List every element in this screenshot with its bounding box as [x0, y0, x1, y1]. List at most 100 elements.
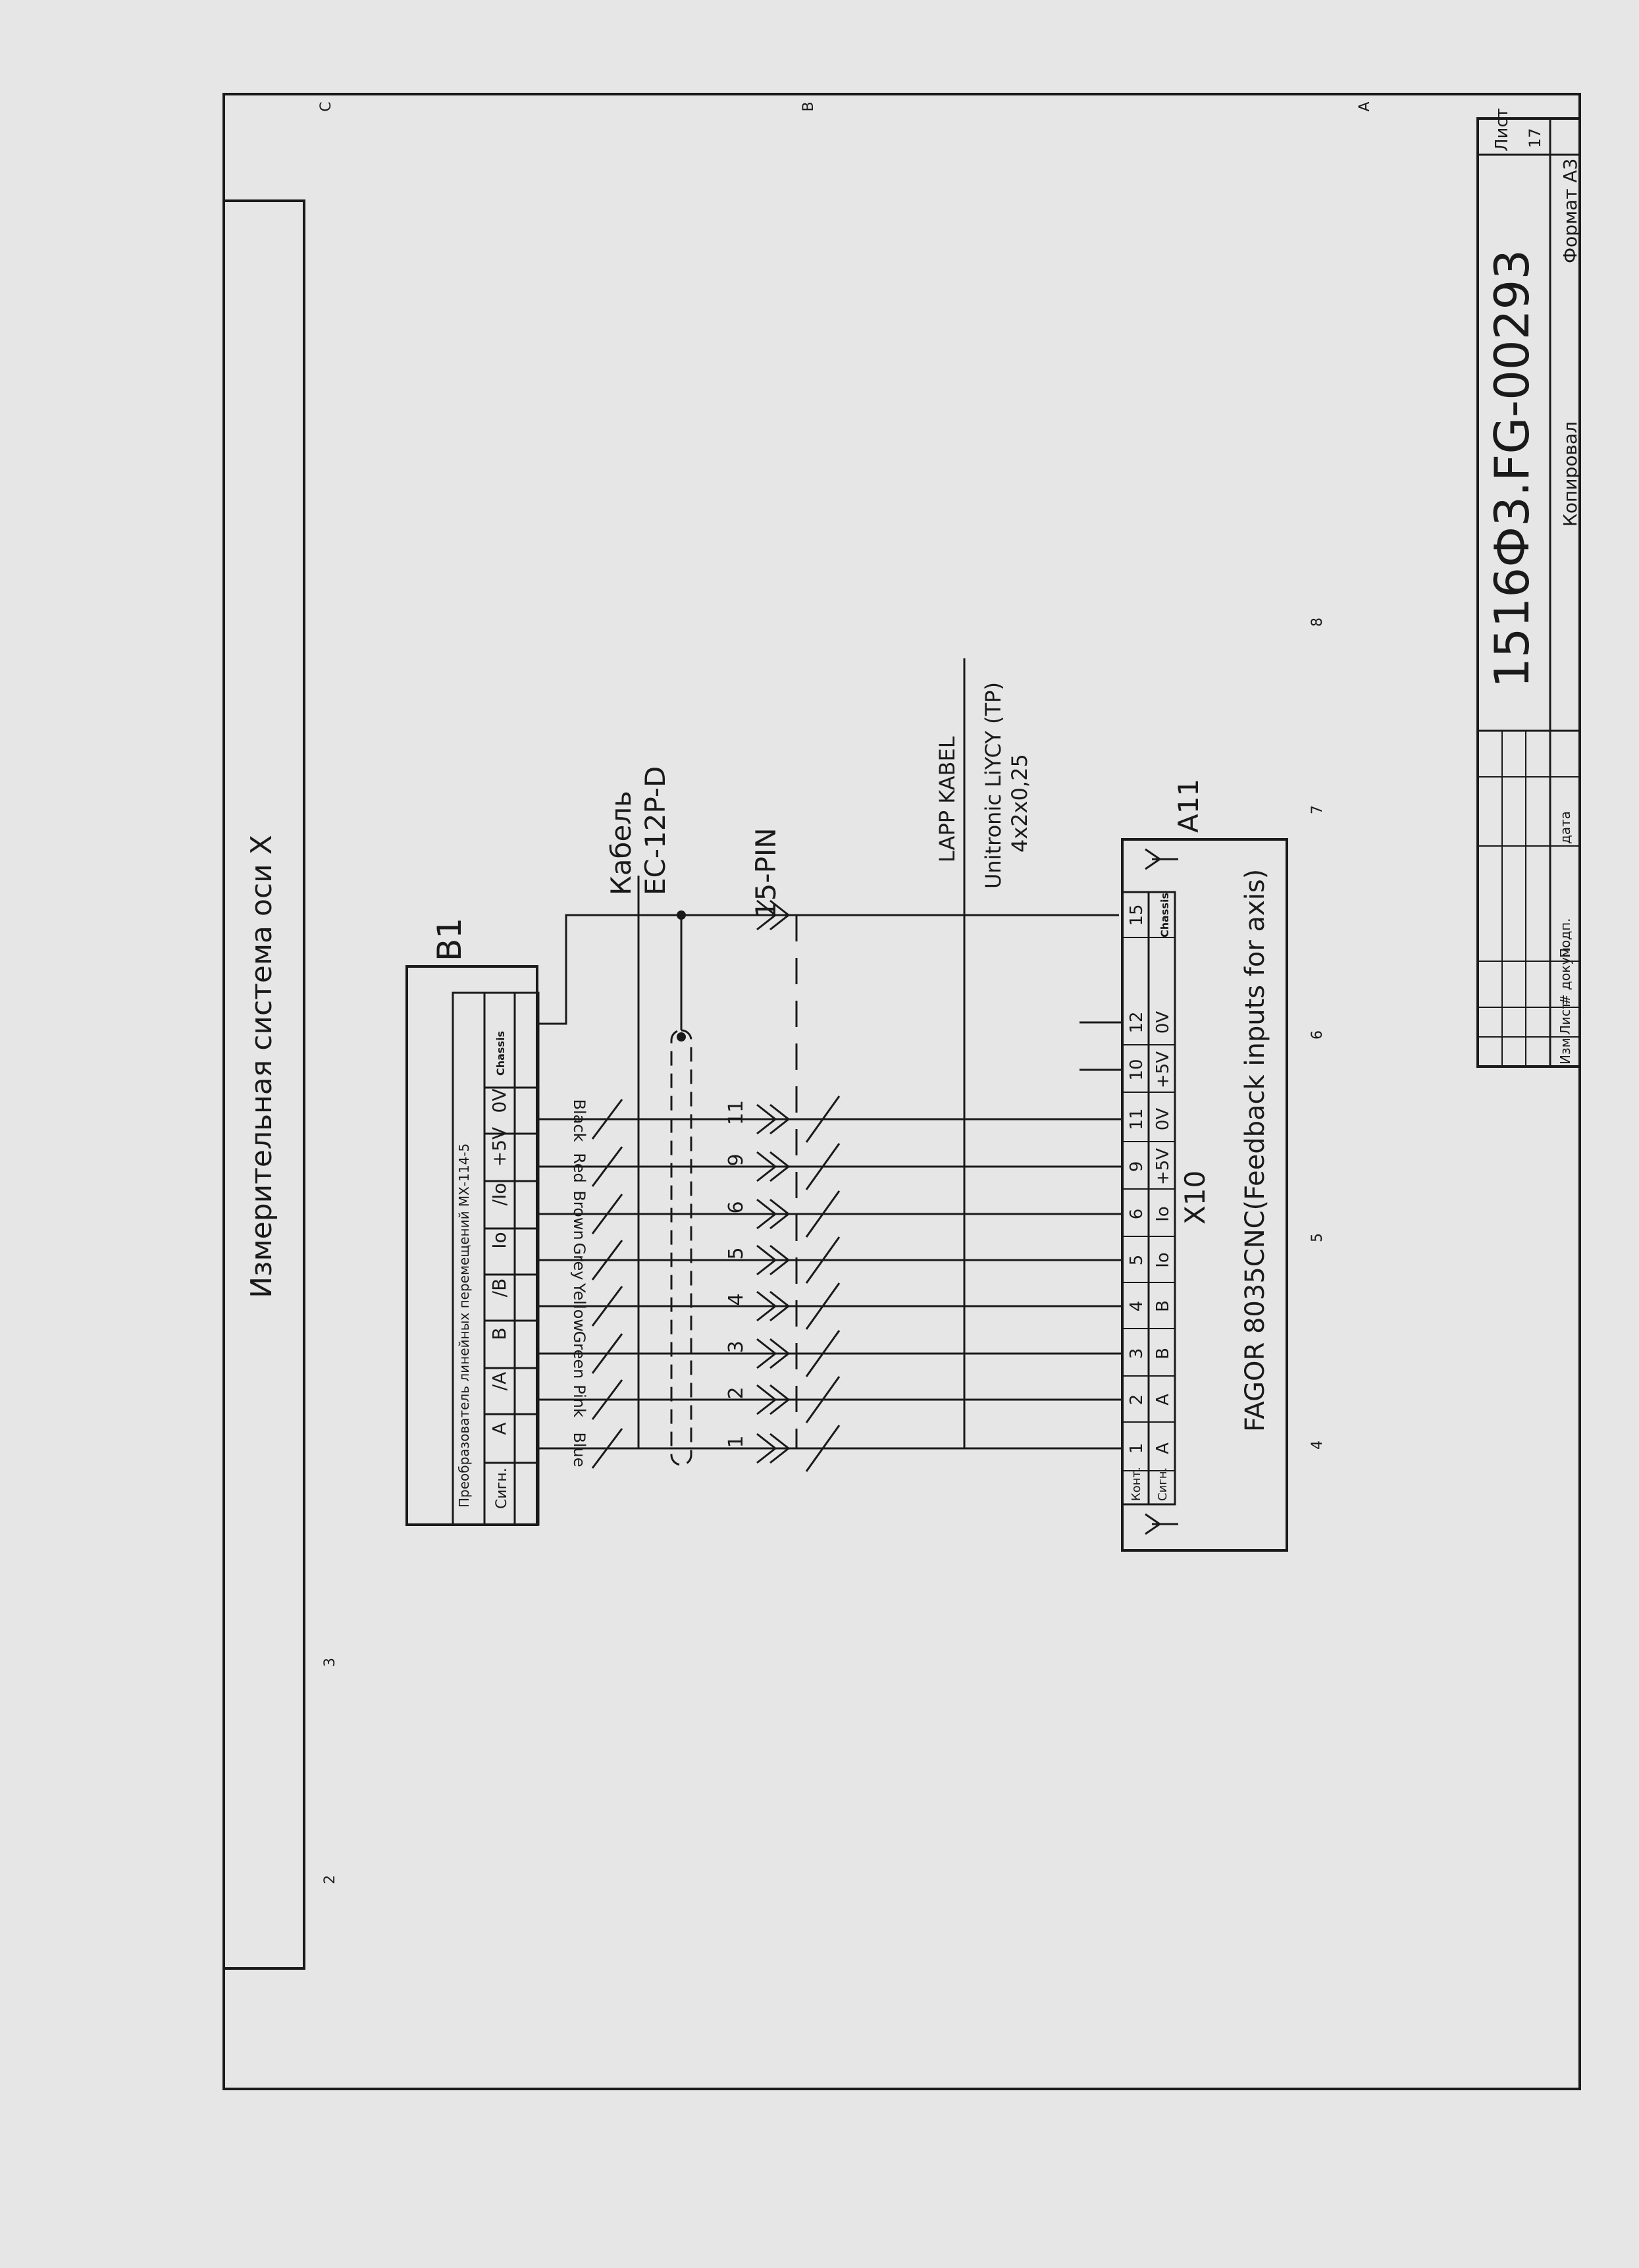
wire-tick [805, 1236, 841, 1284]
zone-col-6: 6 [1309, 1030, 1326, 1040]
encoder-signals: A /A B /B Io /Io +5V 0V Chassis [484, 1031, 538, 1464]
wire-color-label: Brown [570, 1190, 588, 1240]
cnc-signal-label: B [1153, 1300, 1173, 1312]
cnc-pin-number: 11 [1127, 1108, 1147, 1130]
cnc-signal-label: +5V [1153, 1051, 1173, 1088]
cnc-pin-number: 5 [1127, 1255, 1147, 1266]
wire-color-tick [591, 1333, 623, 1374]
zone-row-c: C [318, 101, 334, 111]
cnc-signal-label: B [1153, 1348, 1173, 1359]
wire-tick [805, 1330, 841, 1377]
cable-pin-number: 1 [725, 1435, 748, 1448]
cnc-signal-label: 0V [1153, 1011, 1173, 1034]
encoder-terminal-strip [452, 991, 540, 1526]
wire-color-tick [591, 1428, 623, 1469]
cable-pin-number: 5 [725, 1247, 748, 1259]
cnc-pin-header: Конт. [1130, 1467, 1143, 1501]
cnc-signal-label: A [1153, 1442, 1173, 1454]
cnc-connector-ref: X10 [1179, 1171, 1211, 1225]
sheet-number: 17 [1526, 128, 1544, 148]
wire-color-tick [591, 1240, 623, 1280]
encoder-signal-io-inv: /Io [488, 1183, 510, 1206]
cnc-pin-number: 10 [1127, 1059, 1147, 1080]
wire-color-tick [591, 1194, 623, 1234]
cable1-shield [670, 1029, 692, 1466]
zone-col-2: 2 [322, 1875, 338, 1884]
wire-color-label: Green [570, 1331, 588, 1379]
zone-col-5: 5 [1309, 1233, 1326, 1242]
encoder-description: Преобразователь линейных перемещений МХ-… [456, 1144, 472, 1508]
cnc-signal-label: +5V [1153, 1148, 1173, 1185]
connector-chevron-icon [756, 1198, 791, 1230]
cable-pin-number: 4 [725, 1293, 748, 1305]
connector-15pin-label: 15-PIN [750, 828, 782, 918]
cable-pin-number: 11 [725, 1100, 748, 1125]
wire-tick [805, 1282, 841, 1330]
wire-color-label: Red [570, 1153, 588, 1183]
encoder-signal-b-inv: /B [488, 1279, 510, 1298]
wire-color-tick [591, 1146, 623, 1187]
cnc-ref: A11 [1172, 779, 1205, 833]
wire-color-label: Blue [570, 1432, 588, 1467]
shield-tap-dot [677, 1032, 686, 1042]
connector-chevron-icon [756, 1244, 791, 1276]
encoder-signal-io: Io [488, 1232, 510, 1248]
copied-label: Копировал [1559, 421, 1581, 527]
wire-tick [805, 1376, 841, 1423]
wire-color-tick [591, 1099, 623, 1140]
encoder-signal-b: B [488, 1327, 510, 1340]
cnc-signal-label: A [1153, 1394, 1173, 1406]
page-title: Измерительная система оси X [245, 835, 278, 1298]
connector-chevron-icon [756, 899, 791, 931]
wire-tick [805, 1143, 841, 1190]
chassis-wire [538, 914, 1119, 1025]
connector-chevron-icon [756, 1338, 791, 1369]
encoder-signal-header: Сигн. [494, 1467, 510, 1509]
cnc-pin-number: 4 [1127, 1301, 1147, 1312]
rev-label-sign: Подп. [1557, 918, 1573, 958]
zone-row-a: A [1357, 101, 1373, 111]
rev-label-izm: Изм [1557, 1038, 1573, 1065]
wire-color-label: Grey [570, 1243, 588, 1280]
cable1-label: Кабель [605, 791, 637, 895]
wire-color-label: Pink [570, 1385, 588, 1417]
cnc-pin-number: 12 [1127, 1011, 1147, 1033]
encoder-signal-a: A [488, 1422, 510, 1435]
cnc-signal-label: Io [1153, 1252, 1173, 1268]
sheet-label: Лист [1492, 108, 1512, 151]
ground-icon [1145, 848, 1178, 870]
cnc-signal-label: Io [1153, 1206, 1173, 1222]
title-band [222, 199, 305, 1970]
cable-pin-number: 3 [725, 1340, 748, 1353]
drawing-frame [222, 93, 1581, 2090]
zone-col-3: 3 [322, 1658, 338, 1667]
zone-row-b: B [800, 101, 817, 111]
connector-chevron-icon [756, 1151, 791, 1182]
zone-col-8: 8 [1309, 618, 1326, 627]
wire-tick [805, 1425, 841, 1472]
drawing-code: 1516Ф3.FG-00293 [1484, 250, 1540, 688]
cnc-signal-label: Chassis [1158, 893, 1171, 937]
connector-chevron-icon [756, 1290, 791, 1322]
wire-color-tick [591, 1379, 623, 1420]
cable-pin-number: 6 [725, 1201, 748, 1213]
encoder-signal-0v: 0V [488, 1089, 510, 1113]
zone-col-4: 4 [1309, 1440, 1326, 1450]
rev-label-list: Лист [1557, 1001, 1573, 1035]
cnc-pin-number: 15 [1127, 904, 1147, 926]
connector-chevron-icon [756, 1103, 791, 1135]
ground-icon [1145, 1513, 1178, 1535]
cnc-pin-number: 6 [1127, 1209, 1147, 1220]
cnc-signal-header: Сигн. [1156, 1467, 1170, 1501]
rev-label-doc: # докум. [1557, 943, 1573, 1005]
cnc-pin-number: 2 [1127, 1394, 1147, 1406]
cable2-name: LAPP KABEL [935, 736, 960, 862]
wire-tick [805, 1095, 841, 1143]
cable-pin-number: 2 [725, 1386, 748, 1399]
cnc-pin-number: 9 [1127, 1161, 1147, 1173]
encoder-signal-5v: +5V [488, 1127, 510, 1167]
cable2-spec: 4x2x0,25 [1007, 754, 1032, 853]
encoder-signal-a-inv: /A [488, 1372, 510, 1391]
